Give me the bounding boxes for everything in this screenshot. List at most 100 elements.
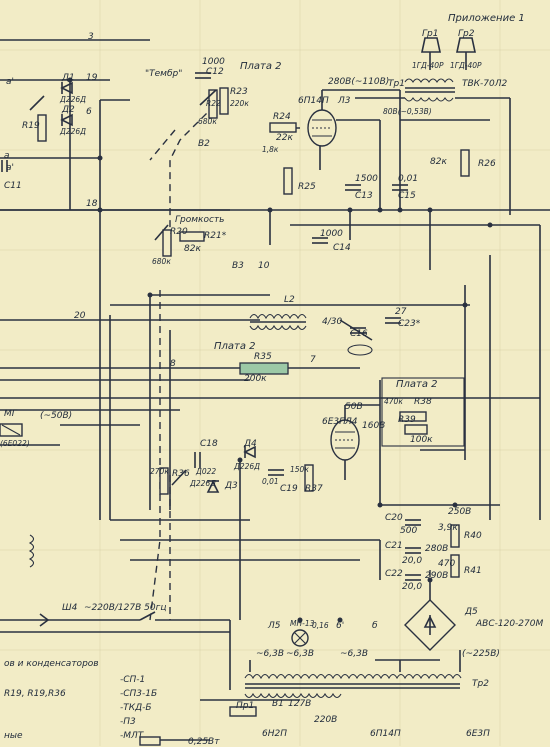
bottom-6e3p: 6Е3П: [466, 729, 490, 739]
c13-label: С13: [355, 191, 373, 201]
lamp-type: МН-13: [290, 619, 315, 628]
d5-label: Д5: [465, 607, 478, 617]
terminal-18: 18: [86, 199, 98, 209]
terminal-8: 8: [170, 359, 176, 369]
d1-label: Д1: [62, 73, 75, 83]
c15-label: С15: [398, 191, 416, 201]
bus-wires: [0, 39, 550, 620]
legend-5: -МЛТ: [120, 731, 144, 741]
c23-label: С23*: [398, 319, 421, 329]
r41-label: R41: [464, 566, 482, 576]
plata-right-label: Плата 2: [396, 379, 438, 390]
terminal-a1: a': [6, 77, 14, 87]
tr2-label: Тр2: [472, 679, 489, 689]
legend-4: -П3: [120, 717, 136, 727]
speaker-gr1-label: Гр1: [422, 29, 439, 39]
tr1-type: ТВК-70Л2: [462, 79, 508, 89]
terminal-x6: 6': [336, 621, 345, 631]
c21-label: С21: [385, 541, 403, 551]
r24-label: R24: [273, 112, 291, 122]
v50-label: 50В: [345, 402, 363, 412]
r39-label: R39: [398, 415, 416, 425]
r25-label: R25: [298, 182, 316, 192]
c20-value: 500: [400, 526, 418, 536]
c21-value: 20,0: [402, 556, 423, 566]
terminal-b: б: [372, 621, 378, 631]
c16-label: С16: [350, 329, 368, 339]
tube-l4-type: 6Е3П: [322, 417, 346, 427]
r19-label: R19: [22, 121, 40, 131]
tr1-label: Тр1: [388, 79, 405, 89]
gromkost-label: Громкость: [175, 215, 225, 225]
r26-value: 82к: [430, 157, 447, 167]
r20-label: R20: [170, 227, 188, 237]
v160-label: 160В: [362, 421, 386, 431]
bottom-6n2p: 6Н2П: [262, 729, 287, 739]
r40-label: R40: [464, 531, 482, 541]
pilot-lamp: [291, 629, 309, 647]
output-transformer: [355, 37, 511, 215]
r22-value: 680к: [198, 117, 217, 126]
switch-v3-label: В3: [232, 261, 244, 271]
mic-voltage: (~50В): [40, 411, 73, 421]
v280-b-label: 280В: [425, 544, 449, 554]
board-frame-right: [381, 377, 465, 447]
power-transformer: [244, 650, 462, 699]
terminal-10: 10: [258, 261, 270, 271]
trimmer-c16: [339, 319, 373, 356]
v80-label: 80В(~0,53В): [383, 107, 432, 116]
v290-label: 290В: [425, 571, 449, 581]
d5-type: АВС-120-270М: [476, 619, 544, 629]
ui-label: Ш4: [62, 603, 78, 613]
c19-value: 0,01: [262, 477, 279, 486]
r36-value: 270к: [150, 467, 169, 476]
v280-label: 280В(~110В): [328, 77, 390, 87]
d022-label: Д022: [196, 467, 217, 476]
appendix-label: Приложение 1: [448, 13, 525, 24]
terminal-7: 7: [310, 355, 316, 365]
v63-c-label: ~6,3В: [340, 649, 369, 659]
speaker-gr1-type: 1ГД-40Р: [412, 61, 444, 70]
coil-l2-label: L2: [284, 295, 295, 305]
speaker-gr2-label: Гр2: [458, 29, 475, 39]
r22-label: R22: [206, 99, 221, 108]
v220-label: 220В: [314, 715, 338, 725]
terminal-20: 20: [74, 311, 86, 321]
v225-label: (~225В): [462, 649, 500, 659]
r39-value: 100к: [410, 435, 433, 445]
v63-b-label: ~6,3В: [286, 649, 315, 659]
switch-linkage: [149, 104, 431, 621]
c15-value: 0,01: [398, 174, 419, 184]
tube-l3-type: 6П14П: [298, 96, 329, 106]
r41-value: 470: [438, 559, 456, 569]
c13-value: 1500: [355, 174, 378, 184]
speaker-gr2-type: 1ГД-40Р: [450, 61, 482, 70]
c20-label: С20: [385, 513, 403, 523]
c14-label: С14: [333, 243, 351, 253]
mains-input: [0, 611, 300, 746]
mains-label: ~220В/127В 50гц: [84, 603, 167, 613]
c11-label: С11: [4, 181, 22, 191]
plata-mid-label: Плата 2: [214, 341, 256, 352]
r36-label: R36: [172, 469, 190, 479]
plata-top-label: Плата 2: [240, 61, 282, 72]
v18-label: 1,8к: [262, 145, 279, 154]
v1-label: В1: [272, 699, 284, 709]
r23-label: R23: [230, 87, 248, 97]
terminal-a4: a': [6, 163, 14, 173]
r38-label: R38: [414, 397, 432, 407]
coil-l2: [249, 313, 307, 331]
r21-value: 82к: [184, 244, 201, 254]
terminal-3: 3: [88, 32, 94, 42]
mic-label: МГ: [4, 409, 17, 419]
fuse-rating: 0,25Вт: [188, 737, 220, 747]
terminal-19: 19: [86, 73, 98, 83]
c14-value: 1000: [320, 229, 343, 239]
r24-value: 22к: [276, 133, 293, 143]
legend-head: ов и конденсаторов: [4, 659, 99, 669]
bottom-6p14p: 6П14П: [370, 729, 401, 739]
legend-left-2: ные: [4, 731, 23, 741]
c23-value: 27: [395, 307, 407, 317]
